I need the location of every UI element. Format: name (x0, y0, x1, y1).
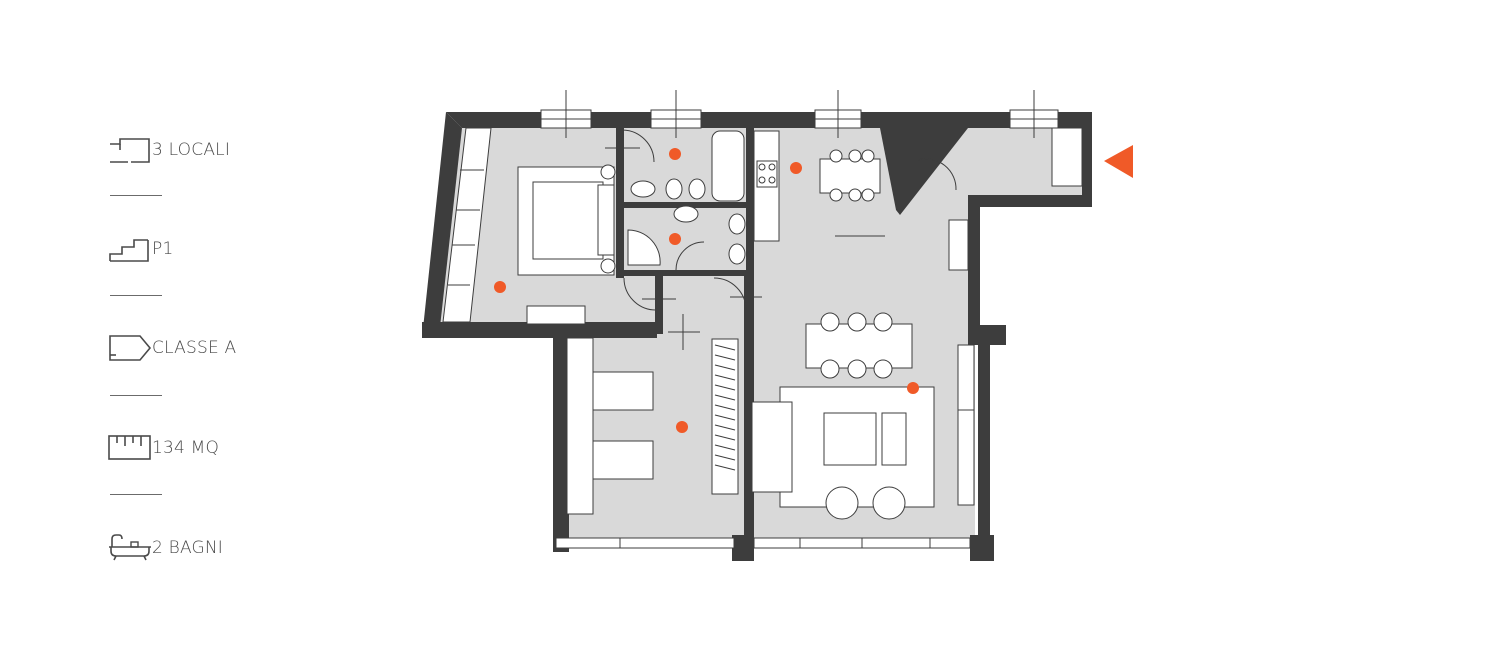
spec-area: 134 MQ (108, 428, 219, 468)
ruler-icon (108, 433, 152, 463)
windows-top (540, 90, 1059, 138)
spec-bathrooms-label: 2 BAGNI (152, 538, 223, 558)
spec-floor-label: P1 (152, 239, 174, 259)
room-marker (494, 281, 506, 293)
floorplan-icon (108, 135, 152, 165)
room-marker (669, 233, 681, 245)
spec-floor: P1 (108, 229, 173, 269)
floor-plan (422, 90, 1133, 561)
spec-rooms: 3 LOCALI (108, 130, 230, 170)
room-marker (676, 421, 688, 433)
walls (422, 112, 1092, 561)
spec-energy-class-label: CLASSE A (152, 338, 237, 358)
room-markers (494, 148, 919, 433)
spec-bathrooms: 2 BAGNI (108, 528, 223, 568)
doors (621, 129, 957, 311)
energy-tag-icon (108, 333, 152, 363)
spec-rooms-label: 3 LOCALI (152, 140, 231, 160)
room-marker (790, 162, 802, 174)
divider (110, 494, 162, 495)
spec-energy-class: CLASSE A (108, 328, 236, 368)
room-marker (907, 382, 919, 394)
divider (110, 395, 162, 396)
room-marker (669, 148, 681, 160)
divider (110, 295, 162, 296)
crosshairs (605, 132, 762, 350)
entrance-arrow-icon (1104, 145, 1133, 178)
bathtub-icon (108, 533, 152, 563)
stairs-icon (108, 234, 152, 264)
windows-bottom (555, 537, 971, 549)
divider (110, 195, 162, 196)
furniture (442, 127, 1083, 520)
spec-area-label: 134 MQ (152, 438, 220, 458)
